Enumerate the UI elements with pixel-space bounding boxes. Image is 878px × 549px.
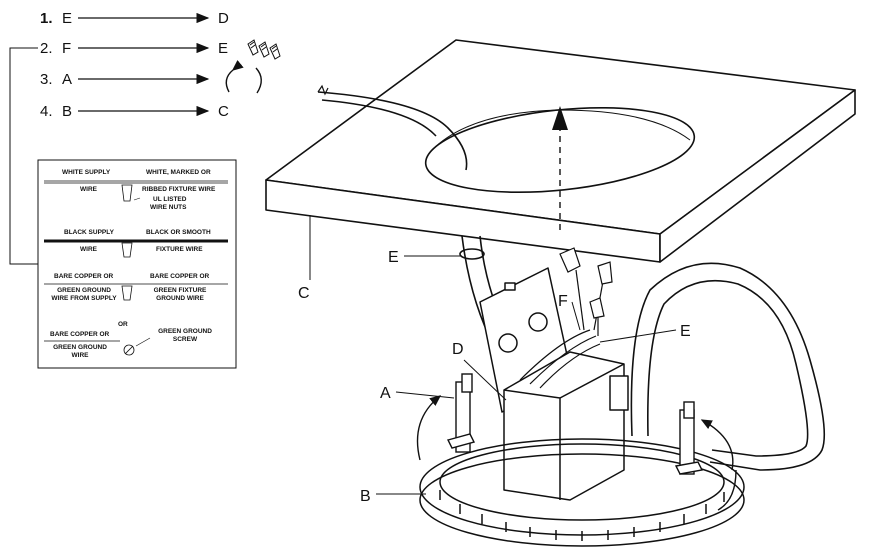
step-2-number: 2. [40,40,53,57]
wire-nut-connectors [559,247,613,319]
legend-ul-listed: UL LISTED [153,196,187,203]
label-e-right: E [680,323,691,340]
legend-wire-nuts: WIRE NUTS [150,204,187,211]
spring-clip-left [446,373,476,453]
legend-green-ground-from-supply: GREEN GROUND WIRE FROM SUPPLY [51,287,117,302]
up-arrow-icon [552,106,568,130]
legend-wire-1: WIRE [80,186,98,193]
legend-green-ground-wire: GREEN GROUND WIRE [53,344,107,359]
legend-ribbed-fixture-wire: RIBBED FIXTURE WIRE [142,186,216,193]
step-4-number: 4. [40,103,53,120]
legend-or: OR [118,321,128,328]
legend-bracket [9,47,38,265]
wire-nut-icon [121,242,133,258]
step-2-from: F [62,40,71,57]
legend-wire-2: WIRE [80,246,98,253]
label-c: C [298,285,310,302]
legend-white-marked-or: WHITE, MARKED OR [146,169,211,176]
part-labels: C E F E D A B [298,215,691,505]
rotation-arrows [416,395,737,511]
step-4-to: C [218,103,229,120]
legend-green-fixture-ground: GREEN FIXTURE GROUND WIRE [153,287,207,302]
step-4-from: B [62,103,72,120]
wire-nut-icon [121,285,133,301]
rotate-arrows-icon [225,59,262,94]
legend-fixture-wire: FIXTURE WIRE [156,246,203,253]
legend-bare-copper-bottom: BARE COPPER OR [50,331,110,338]
label-d: D [452,341,464,358]
label-b: B [360,488,371,505]
legend-bare-copper-left: BARE COPPER OR [54,273,114,280]
mounting-ring [419,438,745,547]
wire-nut-icon [121,184,133,202]
step-2-to: E [218,40,228,57]
armored-conduit [630,262,826,471]
spring-clip-right [674,401,704,475]
step-1-from: E [62,10,72,27]
label-a: A [380,385,391,402]
step-3-from: A [62,71,72,88]
wiring-legend: WHITE SUPPLY WHITE, MARKED OR WIRE RIBBE… [37,159,237,369]
label-e-left: E [388,249,399,266]
step-list: 1. E D 2. F E 3. A 4. B C [9,10,281,265]
junction-box [479,267,629,501]
step-1-number: 1. [40,10,53,27]
supply-cable [317,84,468,171]
legend-green-ground-screw: GREEN GROUND SCREW [158,328,212,343]
wire-nuts-icon [247,39,281,60]
legend-white-supply: WHITE SUPPLY [62,169,111,176]
legend-bare-copper-right: BARE COPPER OR [150,273,210,280]
step-1-to: D [218,10,229,27]
label-f: F [558,293,568,310]
legend-black-supply: BLACK SUPPLY [64,229,115,236]
legend-black-or-smooth: BLACK OR SMOOTH [146,229,211,236]
step-3-number: 3. [40,71,53,88]
